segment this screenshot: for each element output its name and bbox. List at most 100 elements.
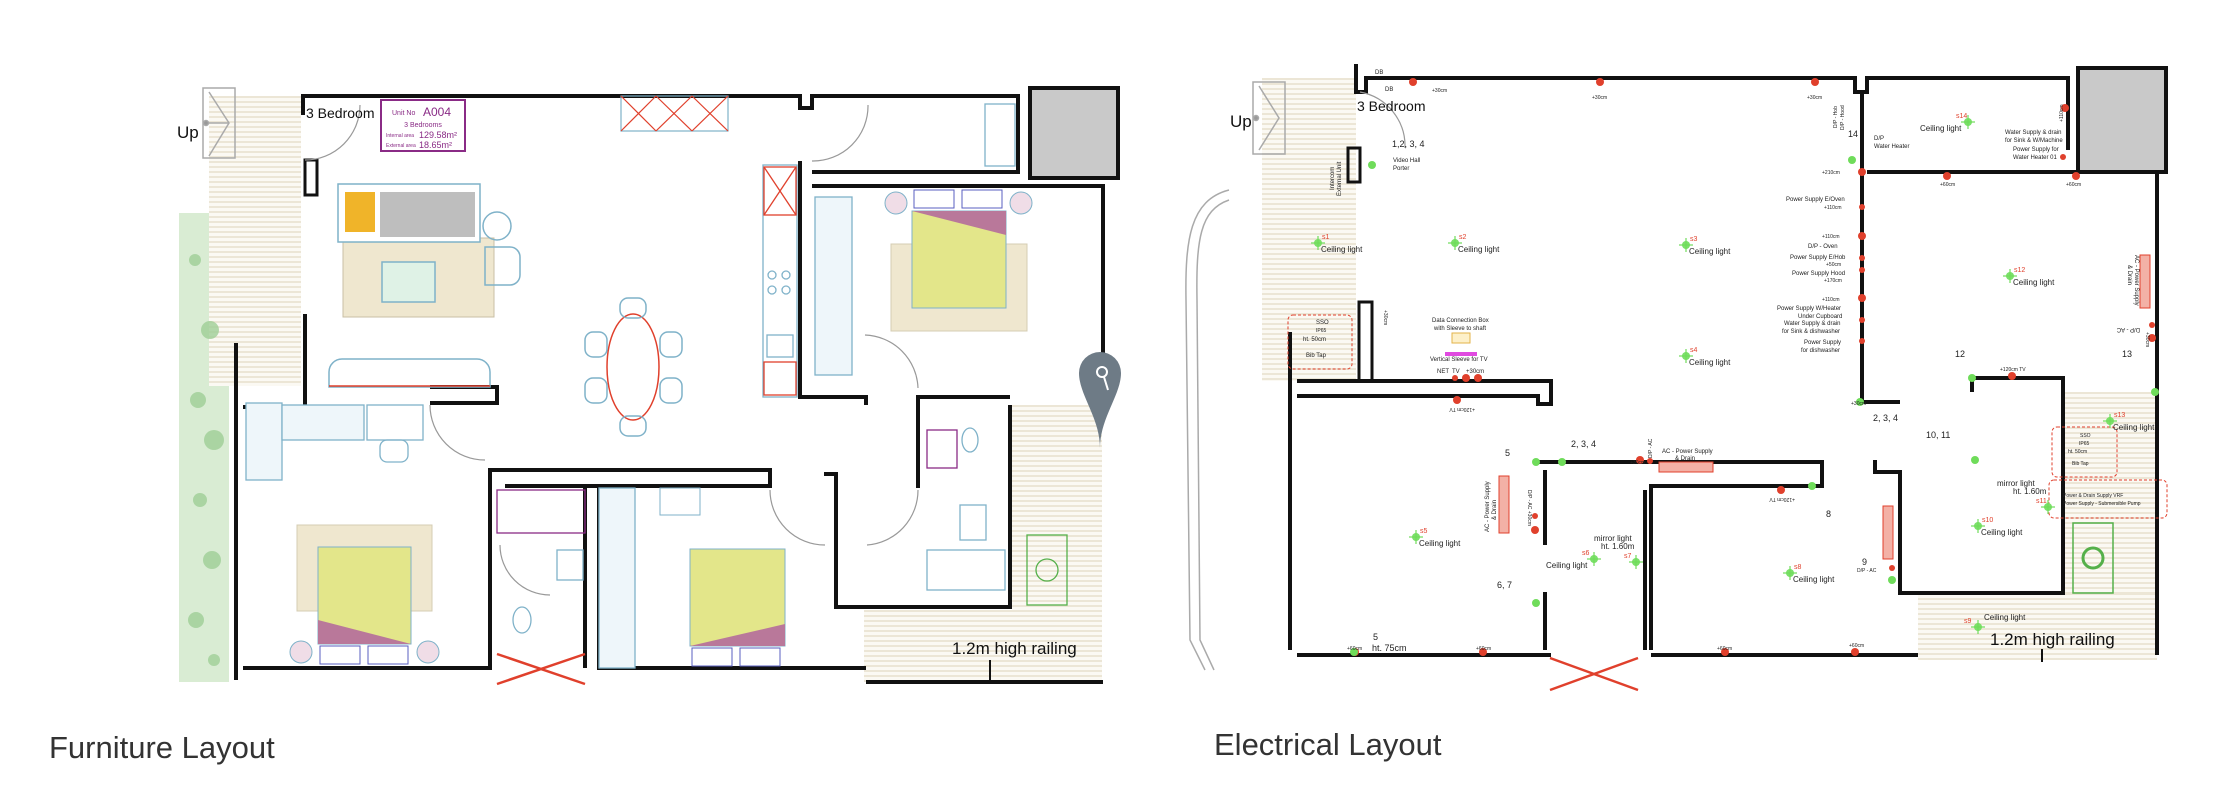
door-arc (1359, 91, 1406, 149)
annotation-label: mirror light (1997, 479, 2036, 488)
annotation-label: +30cm (1630, 460, 1645, 466)
annotation-label: Under Cupboard (1798, 314, 1842, 320)
entrance-label: 3 Bedroom (306, 105, 374, 121)
ceiling-light-icon (1783, 566, 1797, 580)
annotation-label: 13 (2122, 349, 2132, 359)
annotation-label: +30cm (1851, 401, 1866, 407)
annotation-label: mirror light (1594, 534, 1633, 543)
furniture-layout-caption: Furniture Layout (49, 730, 275, 765)
tv-unit (328, 358, 491, 388)
annotation-label: AC - Power Supply (1662, 449, 1713, 455)
light-id: s6 (1582, 550, 1590, 557)
map-pin-icon[interactable] (1079, 352, 1121, 448)
light-id: s10 (1982, 517, 1993, 524)
annotation-label: for Sink & W/Machine (2005, 138, 2063, 144)
internal-area: 129.58m² (419, 130, 457, 140)
ceiling-light-icon (1961, 115, 1975, 129)
railing-label: 1.2m high railing (952, 639, 1077, 658)
bed-bedroom-2 (289, 524, 440, 665)
ceiling-light: s11 (2036, 498, 2055, 514)
service-shaft (2076, 66, 2168, 174)
light-id: s2 (1459, 234, 1467, 241)
ceiling-light-icon (1629, 555, 1643, 569)
annotation-label: & Drain (1492, 500, 1498, 520)
annotation-label: SSO (1316, 320, 1329, 326)
light-label: Ceiling light (1981, 528, 2023, 537)
terrace-bottom (1918, 593, 2157, 660)
annotation-label: NET (1437, 369, 1449, 375)
annotation-label: +110cm (1822, 234, 1840, 240)
annotation-label: with Sleeve to shaft (1433, 326, 1486, 332)
doors (304, 104, 919, 596)
annotation-label: +120cm TV (1449, 406, 1475, 412)
ceiling-light-icon (1409, 530, 1423, 544)
outlet-markers (1351, 78, 2156, 656)
sso-boxes (1287, 314, 2168, 519)
annotation-label: Bib Tap (1306, 353, 1327, 359)
ceiling-light-icon (2041, 500, 2055, 514)
electrical-layout-caption: Electrical Layout (1214, 727, 1442, 762)
annotation-label: Water Heater 01 (2013, 155, 2057, 161)
light-id: s9 (1964, 618, 1972, 625)
annotation-label: Vertical Sleeve for TV (1430, 357, 1488, 363)
ceiling-light-icon (2003, 269, 2017, 283)
annotation-label: D/P - AC +30cm (1526, 490, 1532, 526)
ac-units (1498, 254, 2151, 560)
data-connection-box (1451, 332, 1471, 344)
light-id: s12 (2014, 267, 2025, 274)
annotation-label: AC - Power Supply (1485, 481, 1491, 532)
annotation-label: ht. 50cm (2068, 449, 2087, 455)
annotation-label: D/P - Oven (1808, 244, 1838, 250)
annotation-label: Water Supply & drain (2005, 130, 2061, 136)
annotation-label: +30cm (1807, 95, 1822, 101)
annotation-label: +30cm (2144, 332, 2150, 347)
ceiling-light-icon (1971, 519, 1985, 533)
balcony-left (209, 96, 301, 386)
garden-trees (188, 254, 224, 666)
ceiling-light-icon (1971, 620, 1985, 634)
annotation-label: 2, 3, 4 (1873, 413, 1898, 423)
annotation-label: Power Supply - Submersible Pump (2063, 501, 2141, 507)
annotation-label: +30cm (1382, 310, 1388, 325)
annotation-label: 12 (1955, 349, 1965, 359)
annotation-label: +110cm (1822, 297, 1840, 303)
ceiling-light-icon (1448, 236, 1462, 250)
stair-void (1549, 656, 1639, 692)
balcony-left (1262, 78, 1356, 381)
light-label: Ceiling light (1689, 247, 1731, 256)
light-label: Ceiling light (2113, 423, 2155, 432)
light-id: s5 (1420, 528, 1428, 535)
annotation-label: TV (1452, 369, 1460, 375)
annotation-label: +120cm TV (2000, 367, 2026, 373)
internal-area-label: Internal area (386, 133, 414, 139)
annotation-label: +60cm (1717, 646, 1732, 652)
annotation-label: Power Supply Hood (1792, 271, 1845, 277)
dining-set (584, 297, 683, 437)
external-area-label: External area (386, 143, 416, 149)
sofa (337, 183, 481, 243)
annotation-label: for dishwasher (1801, 348, 1840, 354)
annotation-label: 9 (1862, 557, 1867, 567)
annotation-label: ht. 75cm (1372, 643, 1407, 653)
ceiling-light-icon (1587, 552, 1601, 566)
annotation-label: 2, 3, 4 (1571, 439, 1596, 449)
annotation-label: 8 (1826, 509, 1831, 519)
light-id: s8 (1794, 564, 1802, 571)
annotation-label: +60cm (2066, 182, 2081, 188)
furniture-layout: Unit No A004 3 Bedrooms Internal area 12… (177, 87, 1121, 686)
annotation-label: +30cm (1592, 95, 1607, 101)
annotation-label: Water Supply & drain (1784, 321, 1840, 327)
annotation-label: +30cm (1466, 369, 1484, 375)
bedroom-count: 3 Bedrooms (404, 122, 442, 129)
annotation-label: External Unit (1337, 161, 1343, 196)
annotation-label: D/P - Hob (1833, 106, 1839, 128)
